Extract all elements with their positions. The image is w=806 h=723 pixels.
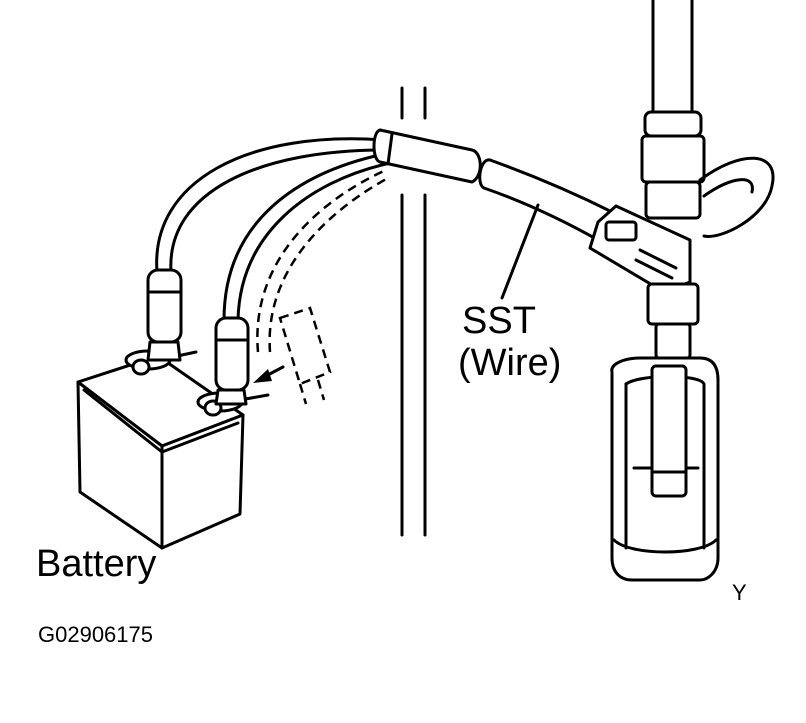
sst-wire: [478, 158, 614, 242]
measuring-cylinder: [610, 356, 720, 582]
injector-assembly: [588, 0, 775, 360]
sst-wire-label: (Wire): [458, 342, 562, 384]
figure-id: G02906175: [38, 622, 153, 647]
cable-negative: [222, 152, 388, 322]
cable-alternate-dashed: [256, 168, 389, 405]
wire-sleeve: [372, 128, 482, 184]
battery-label: Battery: [36, 543, 157, 585]
panel-wall: [400, 86, 427, 537]
clip-positive: [146, 268, 183, 362]
sst-label: SST: [462, 300, 536, 342]
sst-leader-line: [500, 203, 540, 300]
cable-positive: [155, 137, 386, 274]
corner-mark: Y: [732, 580, 747, 605]
movement-arrow: [253, 365, 285, 383]
clip-negative: [214, 316, 250, 406]
